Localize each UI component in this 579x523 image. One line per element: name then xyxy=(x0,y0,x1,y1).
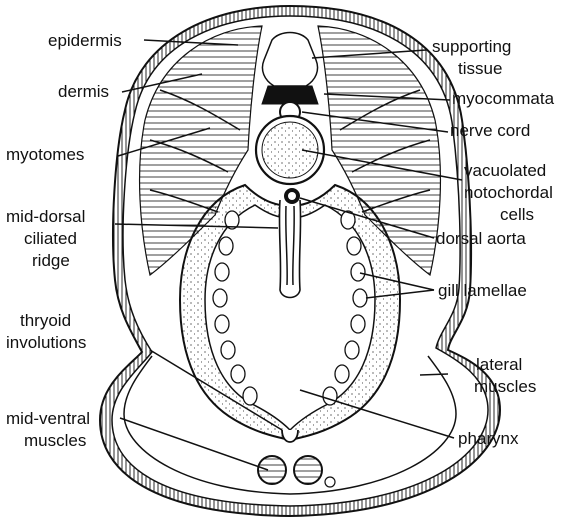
dorsal-aorta-lumen xyxy=(288,192,296,200)
label-mid-dorsal-line2: ciliated xyxy=(24,229,77,248)
label-thryoid-line1: thryoid xyxy=(20,311,71,330)
label-gill-lamellae: gill lamellae xyxy=(438,281,527,300)
label-supporting-line2: tissue xyxy=(458,59,502,78)
label-pharynx: pharynx xyxy=(458,429,519,448)
label-mid-dorsal-line1: mid-dorsal xyxy=(6,207,85,226)
leader-lateral xyxy=(420,374,448,375)
label-dermis: dermis xyxy=(58,82,109,101)
label-vacuolated-line2: notochordal xyxy=(464,183,553,202)
label-mid-ventral-line2: muscles xyxy=(24,431,86,450)
label-lateral-line2: muscles xyxy=(474,377,536,396)
label-epidermis: epidermis xyxy=(48,31,122,50)
label-dorsal-aorta: dorsal aorta xyxy=(436,229,526,248)
label-mid-dorsal-line3: ridge xyxy=(32,251,70,270)
label-myotomes: myotomes xyxy=(6,145,84,164)
notochord-vacuolated-cells xyxy=(262,122,318,178)
label-vacuolated-line1: vacuolated xyxy=(464,161,546,180)
label-myocommata: myocommata xyxy=(452,89,555,108)
label-vacuolated-line3: cells xyxy=(500,205,534,224)
mid-dorsal-ciliated-ridge xyxy=(279,200,300,298)
label-nerve-cord: nerve cord xyxy=(450,121,530,140)
label-supporting-line1: supporting xyxy=(432,37,511,56)
label-mid-ventral-line1: mid-ventral xyxy=(6,409,90,428)
body-section xyxy=(100,6,500,516)
label-thryoid-line2: involutions xyxy=(6,333,86,352)
thyroid-involution xyxy=(282,430,298,442)
label-lateral-line1: lateral xyxy=(476,355,522,374)
